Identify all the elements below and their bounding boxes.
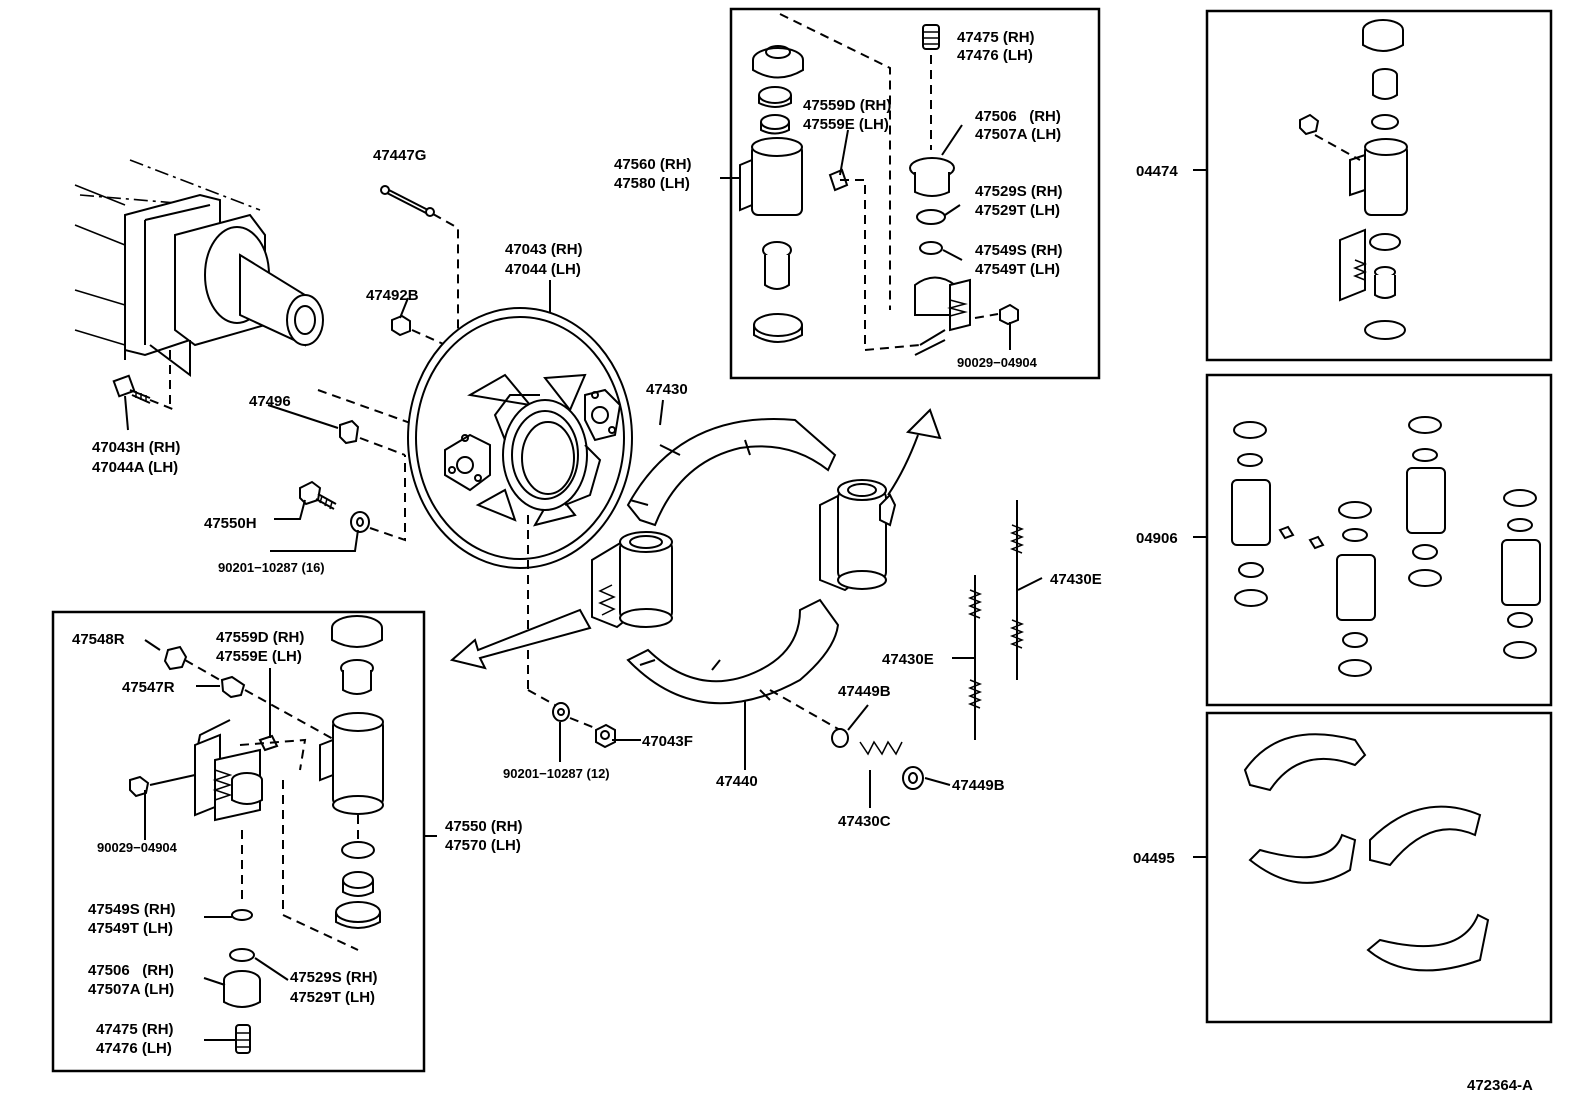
label-47449B-lower: 47449B <box>952 777 1005 794</box>
wheel-cylinder-left <box>591 531 673 629</box>
kit-frame-04474 <box>1205 9 1553 362</box>
label-top-47529T-lh: 47529T (LH) <box>975 202 1060 219</box>
label-bl-47570-lh: 47570 (LH) <box>445 837 521 854</box>
backing-plate <box>407 307 633 569</box>
label-bl-47548R: 47548R <box>72 631 125 648</box>
label-47440: 47440 <box>716 773 758 790</box>
bottom-inset-parts <box>129 615 384 1054</box>
brake-shoe-upper <box>626 418 837 527</box>
label-47430E-right: 47430E <box>1050 571 1102 588</box>
label-47492B: 47492B <box>366 287 419 304</box>
label-47447G: 47447G <box>373 147 426 164</box>
leader-lines <box>124 124 1207 1041</box>
kit-04474-parts <box>1299 19 1408 340</box>
kit-frame-04495 <box>1205 711 1553 1024</box>
label-bl-47475-rh: 47475 (RH) <box>96 1021 174 1038</box>
label-90201-12: 90201−10287 (12) <box>503 766 610 781</box>
label-bl-47529S-rh: 47529S (RH) <box>290 969 378 986</box>
wheel-cylinder-right <box>819 479 897 592</box>
label-47043-rh: 47043 (RH) <box>505 241 583 258</box>
bolt-and-washer-icon <box>299 455 406 542</box>
label-top-47507A-lh: 47507A (LH) <box>975 126 1061 143</box>
label-bl-47506-rh: 47506 (RH) <box>88 962 174 979</box>
kit-frame-04906 <box>1205 373 1553 707</box>
label-47044A-lh: 47044A (LH) <box>92 459 178 476</box>
label-top-47560-rh: 47560 (RH) <box>614 156 692 173</box>
axle-housing-illustration <box>74 159 324 410</box>
label-kit-04474: 04474 <box>1136 163 1178 180</box>
pin-icon <box>380 185 459 330</box>
label-bl-47549S-rh: 47549S (RH) <box>88 901 176 918</box>
label-47430C: 47430C <box>838 813 891 830</box>
hold-down-parts <box>769 689 924 790</box>
hub-bolt-icon <box>112 374 176 411</box>
diagram-id: 472364-A <box>1467 1077 1533 1094</box>
label-bl-47507A-lh: 47507A (LH) <box>88 981 174 998</box>
label-47043H-rh: 47043H (RH) <box>92 439 180 456</box>
label-47496: 47496 <box>249 393 291 410</box>
label-top-47475-rh: 47475 (RH) <box>957 29 1035 46</box>
label-bl-47529T-lh: 47529T (LH) <box>290 989 375 1006</box>
return-spring-pair <box>967 500 1025 740</box>
label-top-47476-lh: 47476 (LH) <box>957 47 1033 64</box>
label-90201-16: 90201−10287 (16) <box>218 560 325 575</box>
label-47550H: 47550H <box>204 515 257 532</box>
label-top-47549T-lh: 47549T (LH) <box>975 261 1060 278</box>
label-47430: 47430 <box>646 381 688 398</box>
label-kit-04906: 04906 <box>1136 530 1178 547</box>
label-bl-47476-lh: 47476 (LH) <box>96 1040 172 1057</box>
label-bl-47559E-lh: 47559E (LH) <box>216 648 302 665</box>
inset-frame-top <box>729 7 1101 380</box>
clip-icon <box>317 389 431 456</box>
top-inset-parts <box>739 13 1019 356</box>
label-top-47549S-rh: 47549S (RH) <box>975 242 1063 259</box>
arrow-to-top-inset-icon <box>887 408 942 496</box>
label-top-47559E-lh: 47559E (LH) <box>803 116 889 133</box>
label-top-47580-lh: 47580 (LH) <box>614 175 690 192</box>
label-top-47506-rh: 47506 (RH) <box>975 108 1061 125</box>
label-kit-04495: 04495 <box>1133 850 1175 867</box>
inset-frame-bottom-left <box>51 610 426 1073</box>
label-bl-47547R: 47547R <box>122 679 175 696</box>
washer-and-nut-icon <box>552 702 616 749</box>
label-top-47529S-rh: 47529S (RH) <box>975 183 1063 200</box>
arrow-to-left-inset-icon <box>449 608 592 670</box>
label-47043F: 47043F <box>642 733 693 750</box>
label-bl-47549T-lh: 47549T (LH) <box>88 920 173 937</box>
label-47044-lh: 47044 (LH) <box>505 261 581 278</box>
kit-04906-parts <box>1231 416 1541 677</box>
label-47430E-left: 47430E <box>882 651 934 668</box>
label-bl-90029: 90029−04904 <box>97 840 178 855</box>
brake-shoe-lower <box>626 598 840 705</box>
label-top-47559D-rh: 47559D (RH) <box>803 97 891 114</box>
label-bl-47559D-rh: 47559D (RH) <box>216 629 304 646</box>
kit-04495-parts <box>1243 733 1490 972</box>
label-bl-47550-rh: 47550 (RH) <box>445 818 523 835</box>
label-top-90029: 90029−04904 <box>957 355 1038 370</box>
label-47449B-upper: 47449B <box>838 683 891 700</box>
